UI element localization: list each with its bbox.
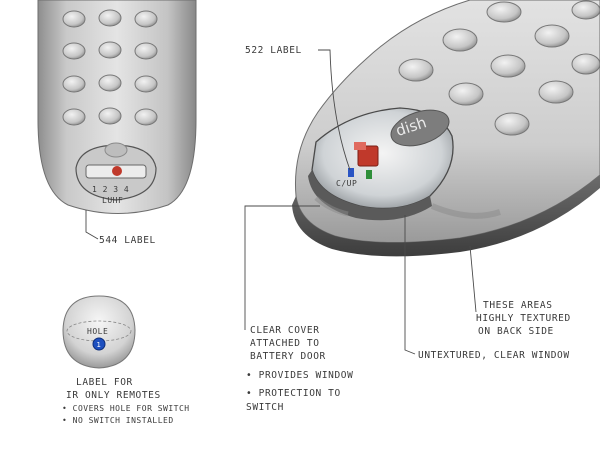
dome-hole-text: HOLE (87, 327, 108, 336)
switch-slider-red (357, 145, 379, 167)
svg-text:ATTACHED TO: ATTACHED TO (250, 338, 320, 349)
slider-indicator (112, 166, 122, 176)
svg-text:• PROVIDES WINDOW: • PROVIDES WINDOW (246, 370, 353, 381)
note-label-for: LABEL FOR IR ONLY REMOTES • COVERS HOLE … (62, 377, 190, 425)
svg-text:ON BACK SIDE: ON BACK SIDE (478, 326, 554, 337)
svg-text:CLEAR COVER: CLEAR COVER (250, 325, 320, 336)
svg-text:THESE AREAS: THESE AREAS (483, 300, 553, 311)
textured-area-left (314, 196, 349, 217)
remote-perspective-view: dish C/UP (292, 0, 600, 257)
clear-cover-leader (244, 205, 320, 330)
svg-text:• PROTECTION TO: • PROTECTION TO (246, 388, 341, 399)
dome-badge-text: 1 (97, 341, 101, 349)
svg-text:BATTERY DOOR: BATTERY DOOR (250, 351, 326, 362)
svg-text:SWITCH: SWITCH (246, 402, 284, 413)
svg-text:• COVERS HOLE FOR SWITCH: • COVERS HOLE FOR SWITCH (62, 404, 190, 413)
remote-front-view: 1 2 3 4 LUHF 544 LABEL (37, 0, 197, 246)
dome-badge-icon (92, 337, 106, 351)
label-544-leader (85, 210, 99, 240)
note-untextured: UNTEXTURED, CLEAR WINDOW (418, 350, 570, 361)
note-textured: THESE AREAS HIGHLY TEXTURED ON BACK SIDE (476, 300, 571, 337)
svg-text:LABEL FOR: LABEL FOR (76, 377, 133, 388)
slider-text: LUHF (102, 196, 123, 205)
clear-window: dish C/UP (308, 107, 454, 221)
svg-text:HIGHLY TEXTURED: HIGHLY TEXTURED (476, 313, 571, 324)
label-522-text: 522 LABEL (245, 45, 302, 56)
untextured-leader (404, 215, 416, 355)
switch-window: 1 2 3 4 LUHF (75, 142, 157, 205)
note-clear-cover: CLEAR COVER ATTACHED TO BATTERY DOOR • P… (246, 325, 353, 413)
keypad-buttons-perspective (398, 0, 600, 136)
keypad-buttons (62, 9, 158, 126)
svg-text:IR ONLY REMOTES: IR ONLY REMOTES (66, 390, 161, 401)
textured-area (430, 203, 501, 219)
dome-label-detail: HOLE 1 (62, 295, 136, 369)
svg-text:• NO SWITCH INSTALLED: • NO SWITCH INSTALLED (62, 416, 174, 425)
textured-leader (469, 245, 477, 313)
label-522-leader (318, 49, 351, 171)
clip-text: C/UP (336, 179, 357, 188)
label-544-text: 544 LABEL (99, 235, 156, 246)
slider-numbers: 1 2 3 4 (92, 185, 129, 194)
